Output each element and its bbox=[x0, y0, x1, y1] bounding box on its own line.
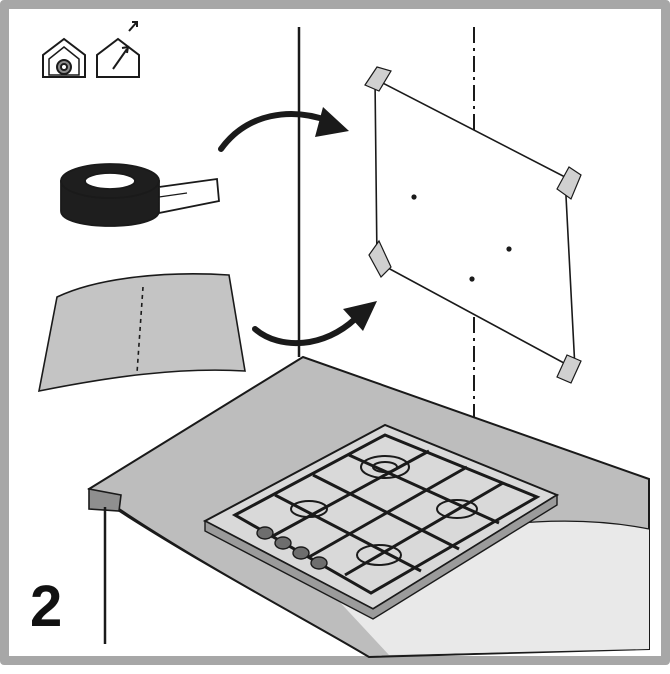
paper-sheet-icon bbox=[37, 273, 246, 393]
installation-illustration bbox=[37, 21, 650, 659]
tape-piece bbox=[364, 66, 582, 384]
control-knob-icon bbox=[256, 526, 328, 570]
step-number: 2 bbox=[30, 574, 63, 639]
house-seal-icon bbox=[42, 37, 86, 78]
burner-icon bbox=[290, 455, 478, 566]
gas-hob bbox=[202, 423, 560, 620]
sealing-tape-roll-icon bbox=[60, 163, 220, 227]
arrow-icon bbox=[252, 301, 377, 347]
paper-template bbox=[364, 66, 582, 384]
drill-point bbox=[506, 246, 512, 252]
arrow-icon bbox=[218, 107, 349, 152]
house-vent-icon bbox=[96, 21, 140, 78]
drill-point bbox=[469, 276, 475, 282]
drill-point bbox=[411, 194, 417, 200]
